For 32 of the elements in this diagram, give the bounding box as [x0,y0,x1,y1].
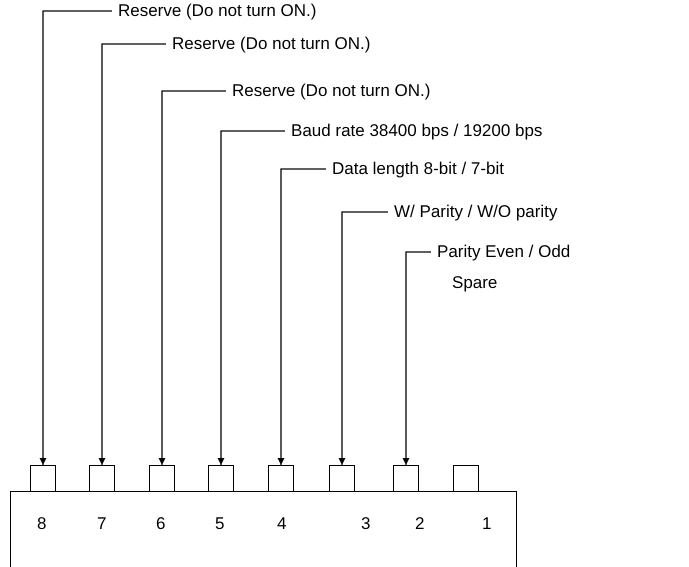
leader-line [402,251,431,465]
callout-text: Reserve (Do not turn ON.) [226,80,430,102]
callout-text: Data length 8-bit / 7-bit [326,158,504,180]
callout-text: Reserve (Do not turn ON.) [166,33,370,55]
switch-box [149,465,175,492]
switch-number: 2 [415,513,424,535]
switch-box [268,465,294,492]
switch-box [453,465,479,492]
callout-text: Baud rate 38400 bps / 19200 bps [285,120,542,142]
leader-line [158,90,226,465]
switch-box [208,465,234,492]
switch-number: 3 [361,513,370,535]
callout-text: Reserve (Do not turn ON.) [112,0,316,22]
switch-box [89,465,115,492]
leader-line [278,168,326,465]
switch-box [329,465,355,492]
switch-number: 1 [482,513,492,535]
switch-number: 8 [37,513,46,535]
leader-line [40,10,112,465]
switch-label: Spare [451,272,498,294]
switch-number: 5 [215,513,224,535]
switch-box [30,465,56,492]
leader-line [218,130,285,465]
switch-number: 6 [156,513,166,535]
switch-body [10,491,517,567]
leader-line [98,43,166,465]
switch-number: 4 [277,513,286,535]
switch-number: 7 [97,513,106,535]
switch-box [393,465,419,492]
callout-text: Parity Even / Odd [431,241,570,263]
leader-line [338,211,388,465]
callout-text: W/ Parity / W/O parity [388,201,558,223]
